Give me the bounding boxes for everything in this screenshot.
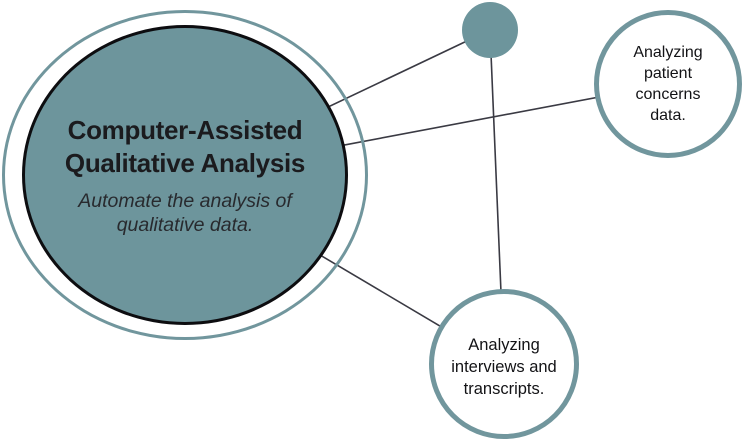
node-patient-line-3: concerns: [635, 86, 701, 103]
main-title-line-1: Computer-Assisted: [67, 114, 303, 145]
main-topic-circle: Computer-Assisted Qualitative Analysis A…: [22, 25, 348, 325]
node-patient-line-1: Analyzing: [633, 44, 703, 61]
main-subtitle-line-2: qualitative data.: [116, 213, 254, 236]
node-interviews-line-1: Analyzing: [468, 336, 540, 354]
node-patient-concerns: Analyzing patient concerns data.: [594, 10, 742, 158]
node-patient-line-4: data.: [650, 107, 686, 124]
main-subtitle-line-1: Automate the analysis of: [78, 189, 292, 212]
main-title-line-2: Qualitative Analysis: [64, 147, 306, 178]
node-interviews-line-3: transcripts.: [463, 380, 545, 398]
node-interviews-line-2: interviews and: [451, 358, 557, 376]
node-patient-line-2: patient: [643, 65, 693, 82]
node-interviews-transcripts: Analyzing interviews and transcripts.: [429, 289, 579, 439]
hub-dot-node: [462, 2, 518, 58]
main-title: Computer-Assisted Qualitative Analysis: [65, 114, 305, 180]
main-circle-accent-ring: [2, 10, 368, 340]
main-subtitle: Automate the analysis of qualitative dat…: [78, 189, 292, 237]
